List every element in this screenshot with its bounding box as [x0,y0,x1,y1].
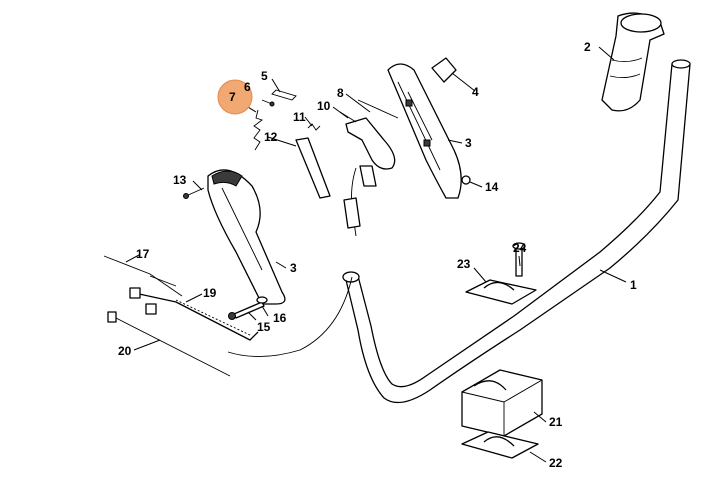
label-13: 13 [173,173,187,187]
throttle-lever [339,99,399,170]
label-16: 16 [273,311,287,325]
wire-17 [103,255,183,297]
label-17: 17 [136,247,150,261]
label-23: 23 [457,257,471,271]
clamp-plate-22 [461,431,539,459]
label-3-left: 3 [290,261,297,275]
handlebar-tube [227,59,691,404]
label-24: 24 [513,241,527,255]
grip [601,12,665,112]
label-10: 10 [317,99,331,113]
label-19: 19 [203,286,217,300]
clamp-block-21 [461,369,543,437]
screw-14 [461,175,471,185]
label-4: 4 [472,85,479,99]
slider-12 [295,137,331,199]
label-14: 14 [485,180,499,194]
label-8: 8 [337,86,344,100]
screw-15 [228,301,265,320]
label-2: 2 [584,40,591,54]
label-7-highlighted[interactable]: 7 [229,90,236,104]
label-15: 15 [257,320,271,334]
clamp-23 [465,279,537,305]
small-spring-11 [307,123,321,131]
label-21: 21 [549,415,563,429]
label-12: 12 [264,130,278,144]
label-11: 11 [293,110,306,124]
bolt-24 [512,242,526,277]
washer-16 [256,296,268,304]
callout-labels: 1 2 3 3 4 5 6 7 8 10 11 12 13 14 15 16 1… [118,40,637,470]
label-1: 1 [630,278,637,292]
highlight-circle [217,79,253,115]
label-20: 20 [118,344,132,358]
small-pieces-5-6 [261,89,297,107]
label-22: 22 [549,456,563,470]
housing-shell-right [387,63,462,199]
cable-tie-20 [107,311,231,377]
leader-lines [125,46,627,463]
cable-connector [343,165,377,237]
label-3-right: 3 [465,136,472,150]
clip-part-4 [431,57,457,83]
label-6: 6 [244,80,251,94]
label-5: 5 [261,69,268,83]
housing-shell-left [207,169,286,305]
spring-part-7 [253,109,263,151]
cable-harness-19 [129,287,259,341]
